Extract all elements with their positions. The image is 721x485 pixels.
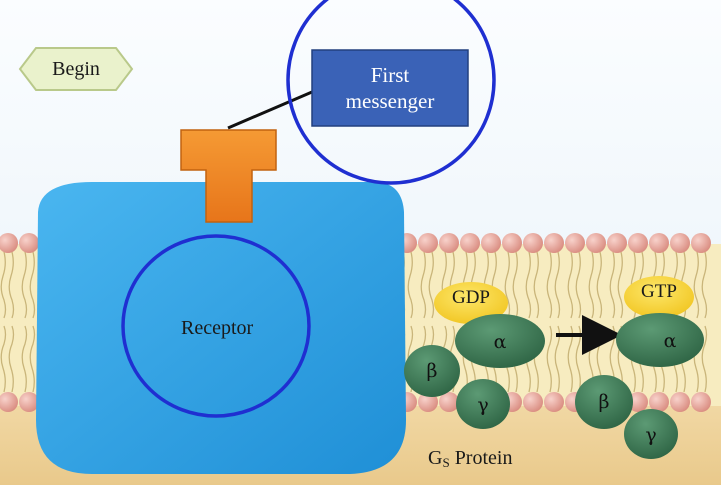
lipid-head [628, 392, 648, 412]
lipid-head [565, 233, 585, 253]
lipid-head [439, 233, 459, 253]
begin-label: Begin [52, 57, 100, 80]
gamma-label-left: γ [477, 394, 489, 416]
lipid-tail [609, 251, 616, 319]
lipid-tail [8, 251, 15, 319]
lipid-tail [512, 251, 519, 319]
begin-button[interactable]: Begin [18, 46, 134, 92]
lipid-tail [21, 325, 28, 393]
gs-prefix: G [428, 447, 443, 469]
lipid-head [628, 233, 648, 253]
messenger-highlight-circle [286, 0, 496, 185]
lipid-tail [29, 325, 36, 393]
lipid-head [502, 233, 522, 253]
alpha-label-right: α [663, 330, 677, 352]
lipid-head [586, 233, 606, 253]
lipid-head [691, 392, 711, 412]
gdp-label: GDP [451, 287, 490, 308]
lipid-tail [0, 251, 7, 319]
lipid-tail [8, 325, 15, 393]
lipid-head [649, 392, 669, 412]
lipid-tail [428, 251, 435, 319]
gamma-label-right: γ [645, 424, 657, 446]
lipid-head [523, 233, 543, 253]
lipid-head [19, 392, 39, 412]
gamma-subunit-left [456, 379, 510, 429]
lipid-head [439, 392, 459, 412]
lipid-head [460, 233, 480, 253]
lipid-head [544, 233, 564, 253]
lipid-tail [29, 251, 36, 319]
gs-subscript: S [442, 455, 450, 470]
gs-protein-label: GS Protein [428, 447, 512, 471]
alpha-subunit-active [616, 313, 704, 367]
connector-line [227, 90, 313, 130]
lipid-head [670, 392, 690, 412]
receptor-protein [36, 182, 406, 474]
lipid-tail [407, 251, 414, 319]
messenger-box-shape [311, 49, 469, 127]
lipid-tail [525, 251, 532, 319]
gs-suffix: Protein [449, 447, 513, 469]
lipid-head [19, 233, 39, 253]
lipid-head [0, 233, 18, 253]
receptor-highlight-circle [121, 234, 311, 418]
lipid-head [544, 392, 564, 412]
lipid-tail [546, 251, 553, 319]
gtp-label: GTP [641, 281, 677, 302]
first-messenger-box: First messenger [312, 50, 468, 126]
first-messenger-ligand [180, 129, 277, 223]
lipid-head [481, 233, 501, 253]
beta-label-right: β [598, 391, 610, 413]
gdp-molecule [434, 282, 508, 324]
receptor-label: Receptor [181, 317, 254, 339]
alpha-subunit-inactive [455, 314, 545, 368]
gamma-subunit-right [624, 409, 678, 459]
lipid-head [649, 233, 669, 253]
lipid-head [418, 392, 438, 412]
beta-label-left: β [426, 360, 438, 382]
begin-hexagon-shape [18, 47, 134, 91]
lipid-head [670, 233, 690, 253]
lipid-tail [0, 325, 7, 393]
beta-subunit-right [575, 375, 633, 429]
lipid-tail [554, 251, 561, 319]
lipid-tail [546, 325, 553, 393]
lipid-head [691, 233, 711, 253]
gtp-molecule [624, 276, 694, 318]
first-messenger-line1: First [370, 62, 410, 87]
lipid-tail [701, 251, 708, 319]
lipid-tail [533, 251, 540, 319]
lipid-head [0, 392, 18, 412]
lipid-tail [420, 251, 427, 319]
lipid-tail [575, 251, 582, 319]
lipid-tail [504, 251, 511, 319]
alpha-label-left: α [493, 331, 507, 353]
lipid-tail [701, 325, 708, 393]
lipid-tail [693, 251, 700, 319]
lipid-tail [588, 251, 595, 319]
first-messenger-line2: messenger [345, 89, 435, 113]
lipid-head [607, 233, 627, 253]
lipid-tail [21, 251, 28, 319]
lipid-tail [567, 251, 574, 319]
beta-subunit-left [404, 345, 460, 397]
lipid-head [523, 392, 543, 412]
lipid-tail [617, 251, 624, 319]
lipid-tail [596, 251, 603, 319]
lipid-head [418, 233, 438, 253]
